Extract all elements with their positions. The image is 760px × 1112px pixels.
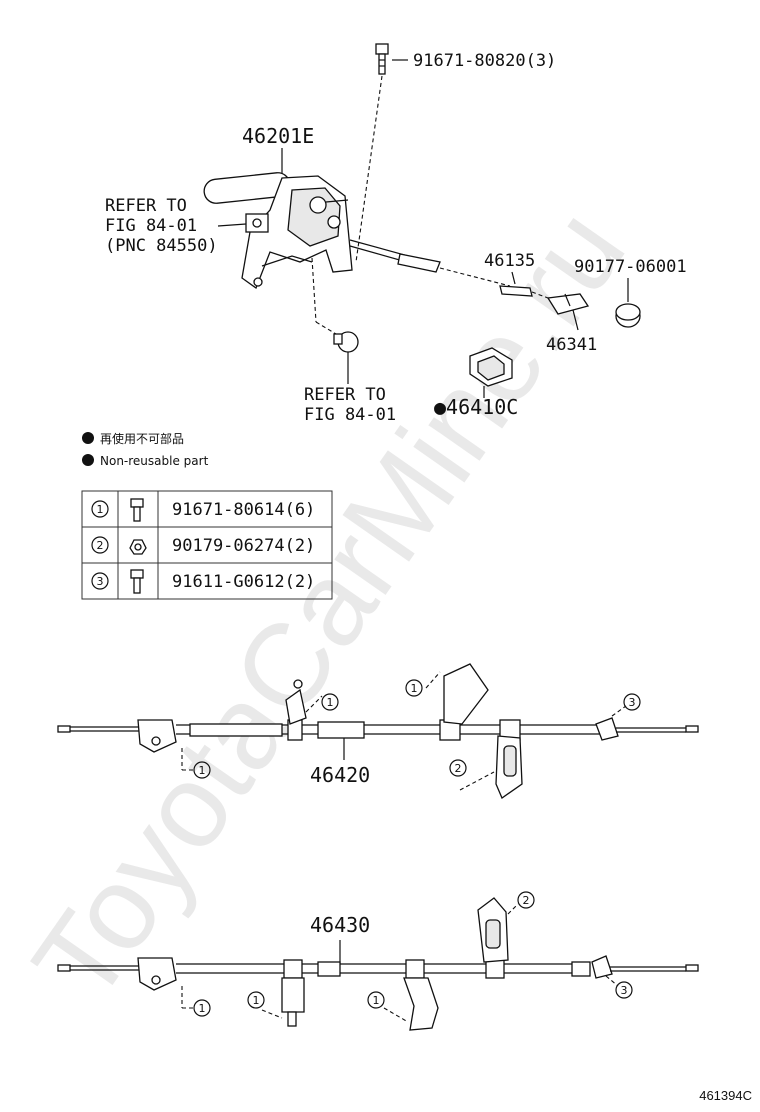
table-part-3: 91611-G0612(2) — [172, 572, 315, 592]
table-part-1: 91671-80614(6) — [172, 500, 315, 520]
callout-46430-3-icon — [615, 981, 633, 999]
bracket-46420-a-icon — [285, 679, 307, 725]
callout-46430-2-icon — [517, 891, 535, 909]
bracket-46420-b-icon — [443, 663, 489, 725]
parking-brake-lever — [203, 172, 353, 290]
label-lever: 46201E — [242, 124, 314, 148]
bolt-91611-icon — [130, 569, 144, 594]
nut-90179-icon — [129, 539, 147, 555]
table-num-2: 2 — [97, 539, 104, 552]
label-cable-46420: 46420 — [310, 763, 370, 787]
cable-46430 — [57, 955, 699, 991]
watermark: ToyotaCarMine.ru — [8, 186, 650, 1025]
table-part-2: 90179-06274(2) — [172, 536, 315, 556]
callout-46430-1c: 1 — [373, 994, 380, 1007]
bracket-icon — [245, 213, 269, 233]
callout-46420-3: 3 — [629, 696, 636, 709]
bracket-46430-c-icon — [403, 977, 439, 1031]
label-46341: 46341 — [546, 335, 597, 355]
bracket-46420-c-icon — [495, 735, 523, 799]
bracket-46430-b-icon — [281, 977, 305, 1027]
callout-46420-1c: 1 — [199, 764, 206, 777]
callout-46420-1b: 1 — [411, 682, 418, 695]
label-bolt-top: 91671-80820(3) — [413, 51, 556, 71]
callout-46430-3: 3 — [621, 984, 628, 997]
bracket-46430-a-icon — [477, 897, 509, 963]
clip-46341-icon — [546, 293, 590, 315]
label-refer1-line3: (PNC 84550) — [105, 236, 218, 256]
bolt-91671-icon — [130, 498, 144, 522]
callout-46420-2-icon — [449, 759, 467, 777]
clamp-46410c-icon — [469, 347, 513, 387]
legend-dot-jp-icon — [82, 432, 94, 444]
label-cable-46430: 46430 — [310, 913, 370, 937]
bolt-lower-icon — [333, 331, 359, 353]
table-num-circle-3-icon — [91, 572, 109, 590]
callout-46420-1a-icon — [321, 693, 339, 711]
figure-id: 461394C — [699, 1088, 752, 1103]
label-90177: 90177-06001 — [574, 257, 687, 277]
callout-46420-1c-icon — [193, 761, 211, 779]
callout-46430-1b-icon — [247, 991, 265, 1009]
callout-46420-1b-icon — [405, 679, 423, 697]
label-refer1-line1: REFER TO — [105, 196, 187, 216]
bolt-top-icon — [375, 43, 389, 75]
callout-46420-1a: 1 — [327, 696, 334, 709]
legend-jp: 再使用不可部品 — [100, 431, 184, 446]
label-refer2-line2: FIG 84-01 — [304, 405, 396, 425]
callout-46430-1c-icon — [367, 991, 385, 1009]
table-num-circle-1-icon — [91, 500, 109, 518]
nut-90177-icon — [615, 303, 641, 328]
callout-46430-1a-icon — [193, 999, 211, 1017]
legend-dot-en-icon — [82, 454, 94, 466]
clip-46135-icon — [499, 285, 533, 297]
label-refer2-line1: REFER TO — [304, 385, 386, 405]
callout-46430-2: 2 — [523, 894, 530, 907]
callout-46420-2: 2 — [455, 762, 462, 775]
callout-46430-1b: 1 — [253, 994, 260, 1007]
cable-46420 — [57, 717, 699, 753]
table-num-1: 1 — [97, 503, 104, 516]
legend-en: Non-reusable part — [100, 454, 209, 468]
table-num-circle-2-icon — [91, 536, 109, 554]
label-46135: 46135 — [484, 251, 535, 271]
fastener-table: 1 2 3 91671-80614(6) 90179-06274(2) 9161… — [81, 490, 333, 600]
callout-46430-1a: 1 — [199, 1002, 206, 1015]
callout-46420-3-icon — [623, 693, 641, 711]
table-num-3: 3 — [97, 575, 104, 588]
label-refer1-line2: FIG 84-01 — [105, 216, 197, 236]
label-46410c: ●46410C — [434, 395, 518, 419]
